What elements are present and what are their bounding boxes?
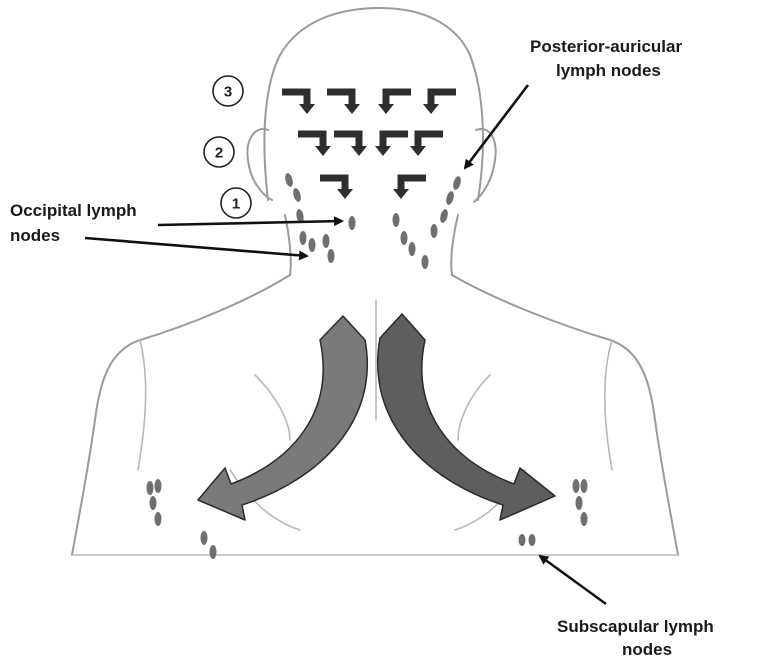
lymph-node bbox=[573, 479, 580, 493]
pointer-occipital-1 bbox=[158, 221, 342, 225]
lymph-node bbox=[150, 496, 157, 510]
lymph-node bbox=[155, 479, 162, 493]
lymph-node bbox=[323, 234, 330, 248]
chevron-icon bbox=[423, 92, 456, 114]
lymph-node bbox=[422, 255, 429, 269]
body-outline bbox=[72, 8, 678, 555]
occipital-label: Occipital lymph nodes bbox=[10, 201, 137, 245]
lymph-node bbox=[328, 249, 335, 263]
lymph-node bbox=[349, 216, 356, 230]
step-marker-2: 2 bbox=[204, 137, 234, 167]
step-marker-3: 3 bbox=[213, 76, 243, 106]
chevron-icon bbox=[282, 92, 315, 114]
lymph-node bbox=[529, 534, 536, 546]
chevron-icon bbox=[298, 134, 331, 156]
posterior-auricular-label: Posterior-auricular lymph nodes bbox=[530, 37, 682, 80]
subscapular-label-line2: nodes bbox=[622, 640, 672, 657]
lymph-node bbox=[210, 545, 217, 559]
chevron-icon bbox=[327, 92, 360, 114]
occipital-label-line2: nodes bbox=[10, 226, 60, 245]
drainage-chevrons bbox=[282, 92, 456, 199]
lymph-node bbox=[284, 172, 294, 187]
step-marker-1: 1 bbox=[221, 188, 251, 218]
lymph-node bbox=[439, 208, 449, 223]
chevron-icon bbox=[375, 134, 408, 156]
lymph-node bbox=[401, 231, 408, 245]
step-markers: 3 2 1 bbox=[204, 76, 251, 218]
chevron-icon bbox=[334, 134, 367, 156]
curved-arrow-left-icon bbox=[198, 316, 367, 520]
step-number: 2 bbox=[215, 145, 223, 162]
lymph-node bbox=[292, 187, 302, 202]
lymph-node bbox=[300, 231, 307, 245]
lymph-node bbox=[581, 479, 588, 493]
curved-arrow-right-icon bbox=[378, 314, 555, 520]
lymph-node bbox=[409, 242, 416, 256]
step-number: 1 bbox=[232, 196, 240, 213]
pointer-occipital-2 bbox=[85, 238, 307, 256]
step-number: 3 bbox=[224, 84, 232, 101]
subscapular-label-line1: Subscapular lymph bbox=[557, 617, 714, 636]
lymph-node bbox=[431, 224, 438, 238]
chevron-icon bbox=[410, 134, 443, 156]
chevron-icon bbox=[378, 92, 411, 114]
subscapular-label: Subscapular lymph nodes bbox=[557, 617, 714, 657]
posterior-auricular-label-line2: lymph nodes bbox=[556, 61, 661, 80]
chevron-icon bbox=[320, 178, 353, 199]
lymph-node bbox=[393, 213, 400, 227]
chevron-icon bbox=[393, 178, 426, 199]
lymph-node bbox=[581, 512, 588, 526]
lymph-node bbox=[519, 534, 526, 546]
lymph-node bbox=[452, 175, 462, 190]
lymph-node bbox=[576, 496, 583, 510]
posterior-auricular-label-line1: Posterior-auricular bbox=[530, 37, 682, 56]
pointer-subscapular bbox=[540, 556, 606, 604]
lymph-node bbox=[445, 190, 455, 205]
occipital-label-line1: Occipital lymph bbox=[10, 201, 137, 220]
lymph-node bbox=[309, 238, 316, 252]
lymph-node bbox=[147, 481, 154, 495]
lymph-node bbox=[201, 531, 208, 545]
lymph-node bbox=[155, 512, 162, 526]
